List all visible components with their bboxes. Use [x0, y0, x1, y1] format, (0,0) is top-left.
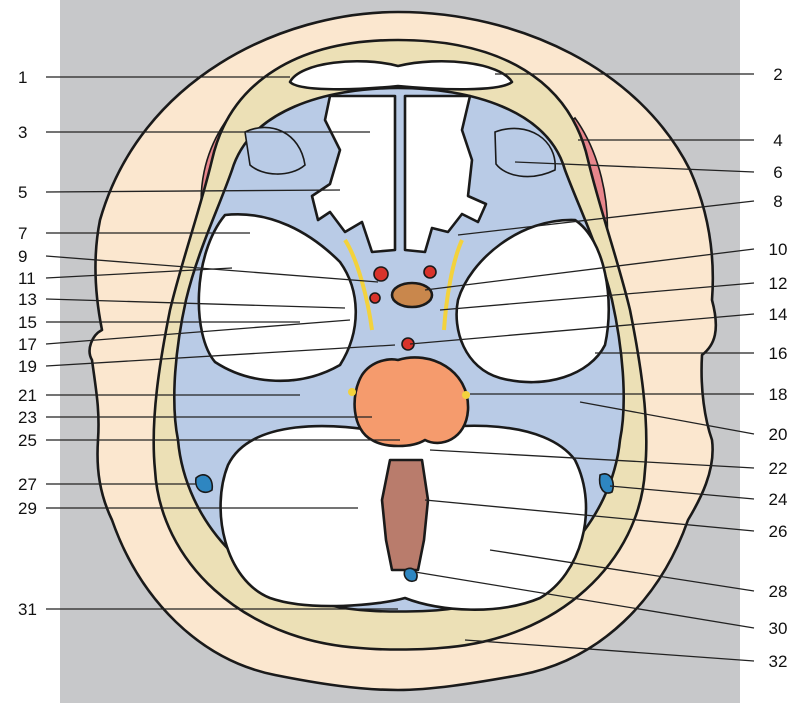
label-8: 8	[773, 192, 782, 211]
label-25: 25	[18, 431, 37, 450]
label-2: 2	[773, 65, 782, 84]
label-23: 23	[18, 408, 37, 427]
label-26: 26	[769, 522, 788, 541]
label-29: 29	[18, 499, 37, 518]
label-4: 4	[773, 131, 782, 150]
label-19: 19	[18, 357, 37, 376]
label-30: 30	[769, 619, 788, 638]
internal-carotid-artery-right	[424, 266, 436, 278]
label-13: 13	[18, 290, 37, 309]
pons	[355, 357, 468, 446]
sigmoid-sinus-right	[600, 474, 614, 493]
label-31: 31	[18, 600, 37, 619]
label-14: 14	[769, 305, 788, 324]
frontal-sinus	[290, 61, 512, 89]
label-16: 16	[769, 344, 788, 363]
label-12: 12	[769, 274, 788, 293]
label-6: 6	[773, 163, 782, 182]
label-5: 5	[18, 183, 27, 202]
facial-nerve-right	[462, 391, 470, 399]
label-28: 28	[769, 582, 788, 601]
label-15: 15	[18, 313, 37, 332]
label-1: 1	[18, 68, 27, 87]
label-24: 24	[769, 490, 788, 509]
internal-carotid-artery-left	[374, 267, 388, 281]
label-17: 17	[18, 335, 37, 354]
label-20: 20	[769, 425, 788, 444]
cerebellar-vermis	[382, 460, 428, 570]
label-10: 10	[769, 240, 788, 259]
label-27: 27	[18, 475, 37, 494]
label-3: 3	[18, 123, 27, 142]
facial-nerve-left	[348, 388, 356, 396]
fourth-ventricle	[404, 568, 417, 581]
label-7: 7	[18, 224, 27, 243]
sigmoid-sinus-left	[196, 475, 213, 493]
label-11: 11	[18, 269, 36, 288]
posterior-communicating-artery	[370, 293, 380, 303]
pituitary-gland	[392, 283, 432, 307]
label-32: 32	[769, 652, 788, 671]
label-22: 22	[769, 459, 788, 478]
label-18: 18	[769, 385, 788, 404]
label-9: 9	[18, 247, 27, 266]
label-21: 21	[18, 386, 37, 405]
